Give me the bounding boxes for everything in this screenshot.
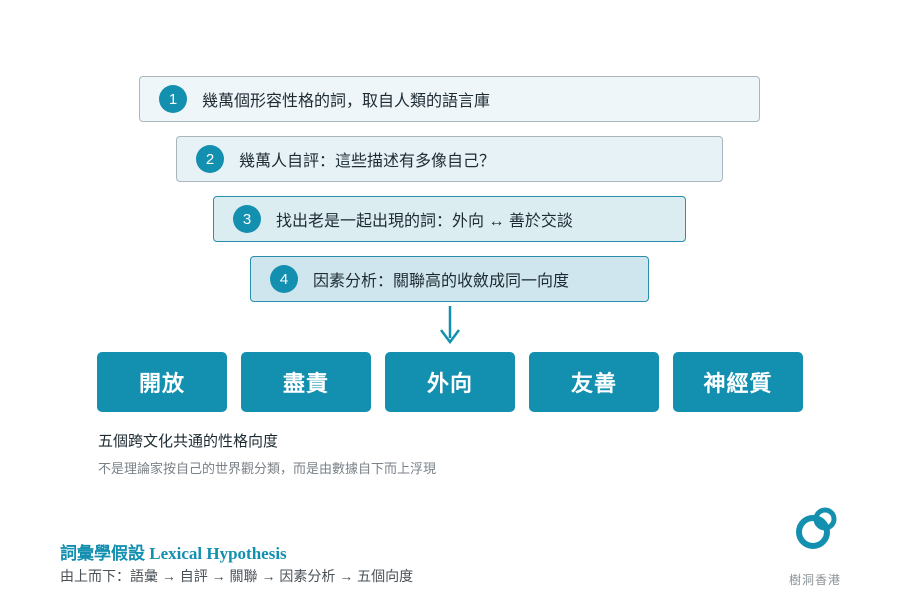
step-number-badge: 1 [159,85,187,113]
step-text: 因素分析：關聯高的收斂成同一向度 [313,273,570,290]
funnel-step-1: 1 幾萬個形容性格的詞，取自人類的語言庫 [139,76,760,122]
trait-box-agreeableness: 友善 [529,352,659,412]
step-text: 幾萬個形容性格的詞，取自人類的語言庫 [202,93,491,110]
caption-title: 五個跨文化共通的性格向度 [98,433,279,450]
footer-subtitle: 由上而下：語彙 → 自評 → 關聯 → 因素分析 → 五個向度 [60,568,414,584]
brand-name: 樹洞香港 [789,573,842,587]
footer-title: 詞彙學假設 Lexical Hypothesis [60,544,287,563]
caption-subtitle: 不是理論家按自己的世界觀分類，而是由數據自下而上浮現 [98,461,437,476]
step-number-badge: 4 [270,265,298,293]
funnel-step-2: 2 幾萬人自評：這些描述有多像自己？ [176,136,723,182]
step-text: 找出老是一起出現的詞：外向 ↔ 善於交談 [276,213,573,230]
trait-box-conscientiousness: 盡責 [241,352,371,412]
step-number-badge: 3 [233,205,261,233]
trait-box-openness: 開放 [97,352,227,412]
trait-box-neuroticism: 神經質 [673,352,803,412]
trait-box-extraversion: 外向 [385,352,515,412]
brand-logo-icon [796,507,837,549]
step-number-badge: 2 [196,145,224,173]
down-arrow-icon [440,306,460,345]
funnel-step-4: 4 因素分析：關聯高的收斂成同一向度 [250,256,649,302]
funnel-step-3: 3 找出老是一起出現的詞：外向 ↔ 善於交談 [213,196,686,242]
step-text: 幾萬人自評：這些描述有多像自己？ [239,153,496,170]
